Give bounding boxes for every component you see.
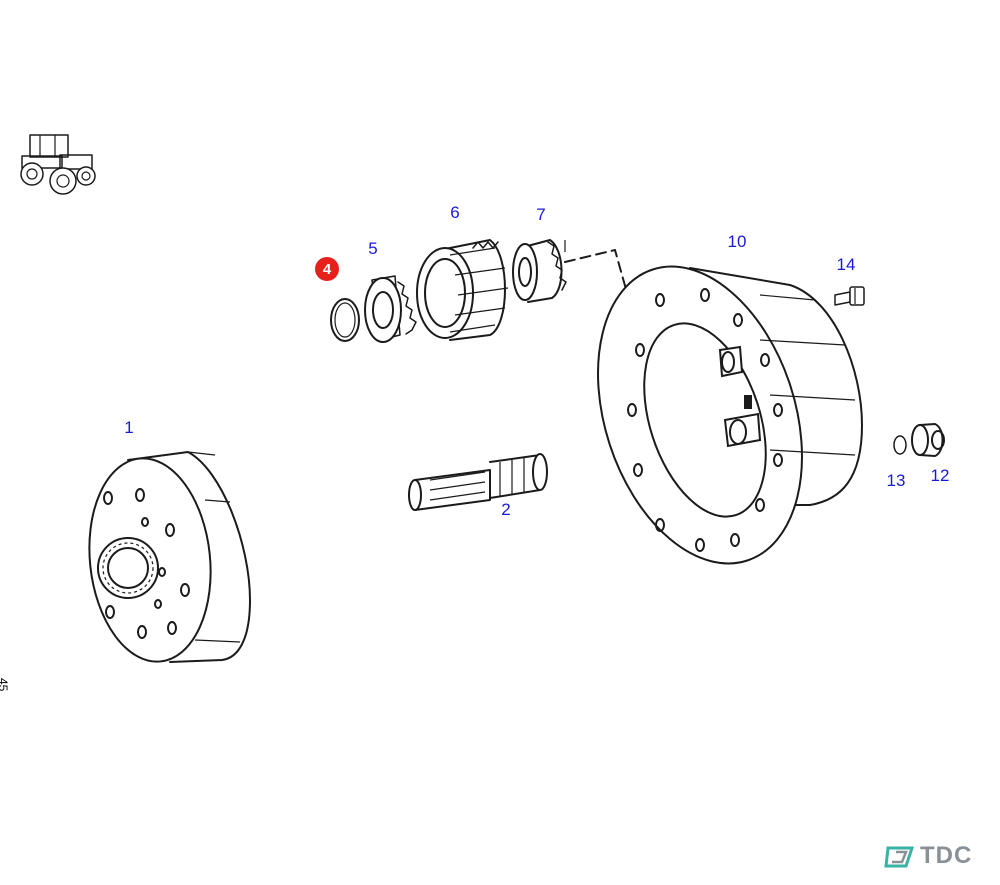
callout-14[interactable]: 14 <box>836 255 856 274</box>
part-1-planet-carrier[interactable] <box>80 451 251 668</box>
part-6-planet-gear[interactable] <box>416 239 509 341</box>
part-13-o-ring[interactable] <box>893 435 907 455</box>
side-code: 45 <box>0 678 10 692</box>
callout-7[interactable]: 7 <box>536 205 546 224</box>
part-2-splined-shaft[interactable] <box>408 453 548 511</box>
part-4-snap-ring[interactable] <box>330 298 360 342</box>
callout-1[interactable]: 1 <box>124 418 134 437</box>
part-5-sun-gear[interactable] <box>364 275 417 343</box>
callout-10[interactable]: 10 <box>727 232 747 251</box>
part-12-plug[interactable] <box>911 423 945 457</box>
brand-name: TDC <box>920 842 973 869</box>
brand-logo: TDC <box>884 842 972 870</box>
tractor-icon <box>20 134 96 195</box>
part-14-bolt[interactable] <box>834 286 865 306</box>
callout-6[interactable]: 6 <box>450 203 460 222</box>
part-10-housing[interactable] <box>562 240 863 590</box>
tdc-logo-icon <box>884 846 915 868</box>
callout-2[interactable]: 2 <box>501 500 511 519</box>
callout-13[interactable]: 13 <box>886 471 906 490</box>
part-7-pinion-gear[interactable] <box>512 239 567 303</box>
callout-4-highlighted[interactable]: 4 <box>315 257 339 281</box>
callout-5[interactable]: 5 <box>368 239 378 258</box>
callout-12[interactable]: 12 <box>930 466 950 485</box>
